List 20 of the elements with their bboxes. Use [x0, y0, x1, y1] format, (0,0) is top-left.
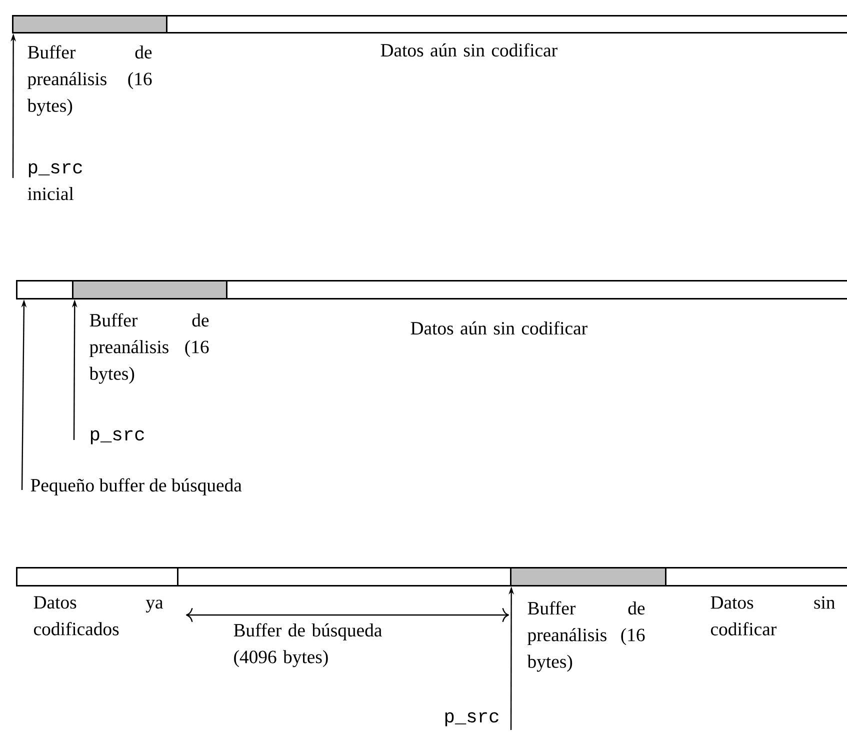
segment-label: Datos aún sin codificar [410, 321, 588, 335]
bar-segment [72, 280, 228, 300]
bar-segment [226, 280, 847, 300]
segment-label: Buffer de preanálisis (16 bytes) [89, 313, 209, 384]
pointer-label: p_src [90, 430, 144, 444]
pointer-label: p_src inicial [28, 163, 82, 200]
pointer-label: p_src [445, 712, 498, 726]
segment-label: Datos ya codificados [34, 596, 164, 636]
bar-segment [510, 567, 666, 586]
bar-segment [12, 15, 168, 34]
segment-label: Buffer de preanálisis (16 bytes) [27, 45, 152, 116]
bar-segment [166, 15, 847, 34]
bar-segment [16, 280, 74, 300]
segment-label: Buffer de preanálisis (16 bytes) [527, 601, 645, 672]
pointer-label: Pequeño buffer de búsqueda [30, 478, 242, 496]
segment-label: Datos sin codificar [710, 596, 835, 636]
segment-label: Datos aún sin codificar [380, 43, 558, 57]
bar-segment [665, 567, 847, 586]
bar-segment [16, 567, 178, 586]
segment-label: Buffer de búsqueda (4096 bytes) [234, 623, 382, 668]
